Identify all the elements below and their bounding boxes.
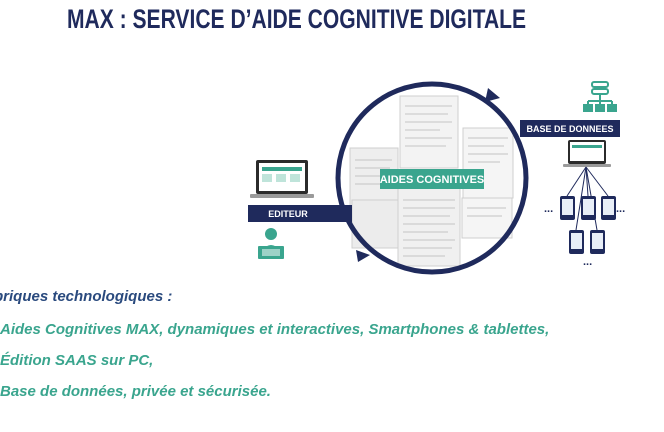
database-network-icon xyxy=(583,81,617,112)
aides-cognitives-banner xyxy=(380,169,484,189)
ellipsis-right: ... xyxy=(616,203,625,215)
bullet-item: Base de données, privée et sécurisée. xyxy=(0,383,271,400)
editeur-label: EDITEUR xyxy=(268,209,308,219)
bullets-heading: briques technologiques : xyxy=(0,288,173,305)
arrow-head-top xyxy=(485,88,500,102)
document-thumbnails xyxy=(349,95,514,267)
bullet-item: Aides Cognitives MAX, dynamiques et inte… xyxy=(0,321,550,338)
editeur-banner xyxy=(248,205,352,222)
smartphone-icons xyxy=(560,196,616,254)
base-de-donnees-label: BASE DE DONNEES xyxy=(526,124,613,134)
laptop-icon xyxy=(250,160,314,198)
bullet-item: Édition SAAS sur PC, xyxy=(0,352,154,369)
user-at-computer-icon xyxy=(258,228,284,259)
server-laptop-icon xyxy=(563,140,611,167)
aides-cognitives-label: AIDES COGNITIVES xyxy=(380,174,485,186)
base-de-donnees-banner xyxy=(520,120,620,137)
arrow-head-bottom xyxy=(356,250,370,262)
page-title: MAX : SERVICE D’AIDE COGNITIVE DIGITALE xyxy=(67,4,527,34)
ellipsis-bottom: ... xyxy=(583,256,592,268)
ellipsis-left: ... xyxy=(544,203,553,215)
cycle-ring xyxy=(335,81,529,275)
workflow-diagram: AIDES COGNITIVES EDITEUR BASE DE DONNEES xyxy=(248,81,625,275)
